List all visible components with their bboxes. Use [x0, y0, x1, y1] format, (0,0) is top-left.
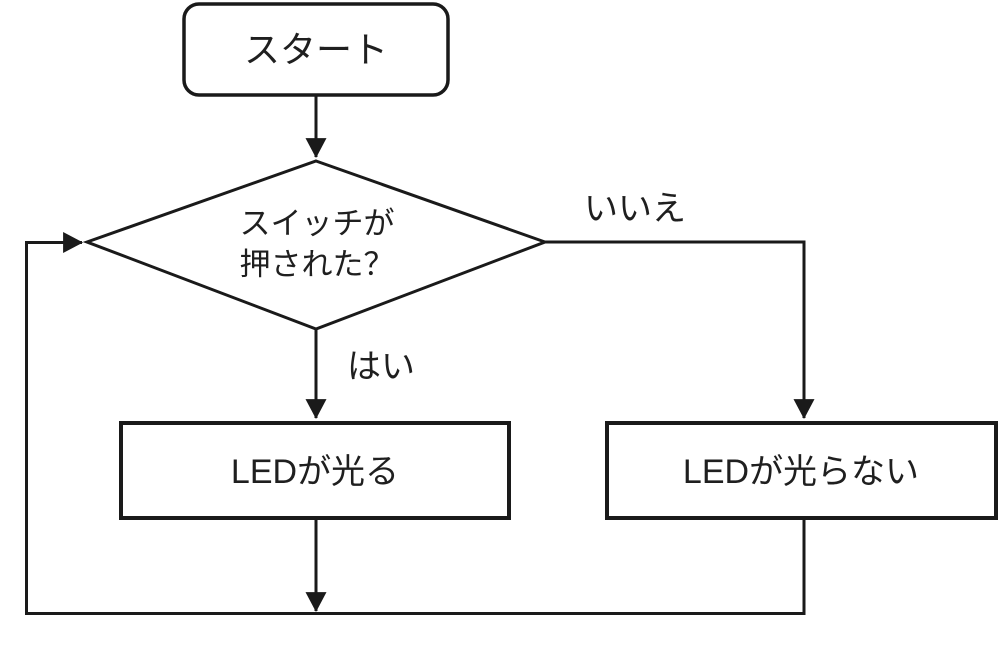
start-node-shape — [182, 2, 450, 97]
labels-group: スタート スイッチが 押された？ いいえ はい LEDが光る LEDが光らない — [231, 29, 919, 491]
led-off-node-shape — [605, 421, 998, 520]
led-on-node-label: LEDが光る — [231, 453, 399, 491]
edge-label-no: いいえ — [584, 190, 686, 228]
decision-node-shape — [82, 159, 550, 331]
decision-node-label-line1: スイッチが — [240, 206, 395, 241]
led-off-node-label: LEDが光らない — [683, 453, 919, 491]
led-on-node-shape — [119, 421, 511, 520]
start-node-label: スタート — [244, 29, 388, 70]
edge-label-yes: はい — [347, 348, 415, 386]
edge-loop-back-to-decision — [25, 232, 806, 615]
decision-node-label-line2: 押された？ — [240, 247, 395, 282]
edge-decision-no-to-led-off — [545, 240, 815, 420]
edges-group — [25, 96, 815, 615]
nodes-group — [82, 2, 998, 520]
